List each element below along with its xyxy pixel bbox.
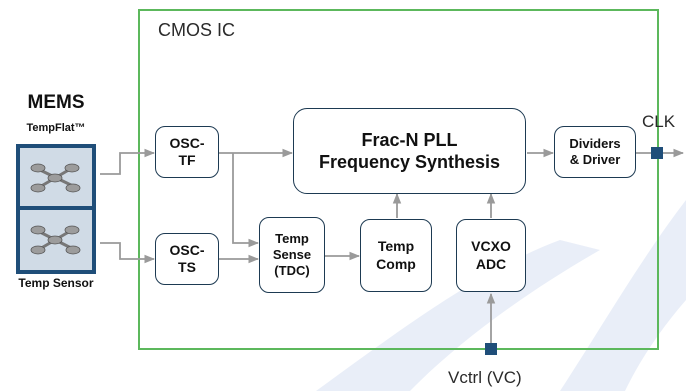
temp-comp-block: Temp Comp [360,219,432,292]
vcxo-adc-label: VCXO ADC [471,238,511,272]
frac-n-pll-block: Frac-N PLL Frequency Synthesis [293,108,526,194]
mems-sensor-icon [30,225,81,255]
cmos-ic-boundary [138,9,659,350]
dividers-driver-label: Dividers & Driver [569,135,621,167]
clk-label: CLK [642,112,676,131]
mems-resonator-icon [30,163,81,193]
vctrl-pin [485,343,497,355]
clk-pin [651,147,663,159]
temp-sense-label: Temp Sense (TDC) [272,230,312,279]
frac-n-pll-label: Frac-N PLL Frequency Synthesis [318,129,501,173]
wire-mems-to-osc-ts [100,242,156,264]
mems-title: MEMS [27,92,85,113]
dividers-driver-block: Dividers & Driver [554,126,636,178]
wire-osc-tf-to-temp-sense [232,153,260,248]
osc-ts-label: OSC- TS [169,241,205,276]
temp-comp-label: Temp Comp [376,238,416,272]
osc-tf-label: OSC- TF [169,134,205,169]
temp-sense-block: Temp Sense (TDC) [259,217,325,293]
mems-resonator-label: TempFlat™ [26,122,86,134]
mems-sensor-label: Temp Sensor [18,276,94,290]
cmos-ic-label: CMOS IC [158,20,236,40]
vctrl-label: Vctrl (VC) [448,368,522,387]
vcxo-adc-block: VCXO ADC [456,219,526,292]
osc-ts-block: OSC- TS [155,233,219,285]
osc-tf-block: OSC- TF [155,126,219,178]
wire-mems-to-osc-tf [100,148,156,175]
